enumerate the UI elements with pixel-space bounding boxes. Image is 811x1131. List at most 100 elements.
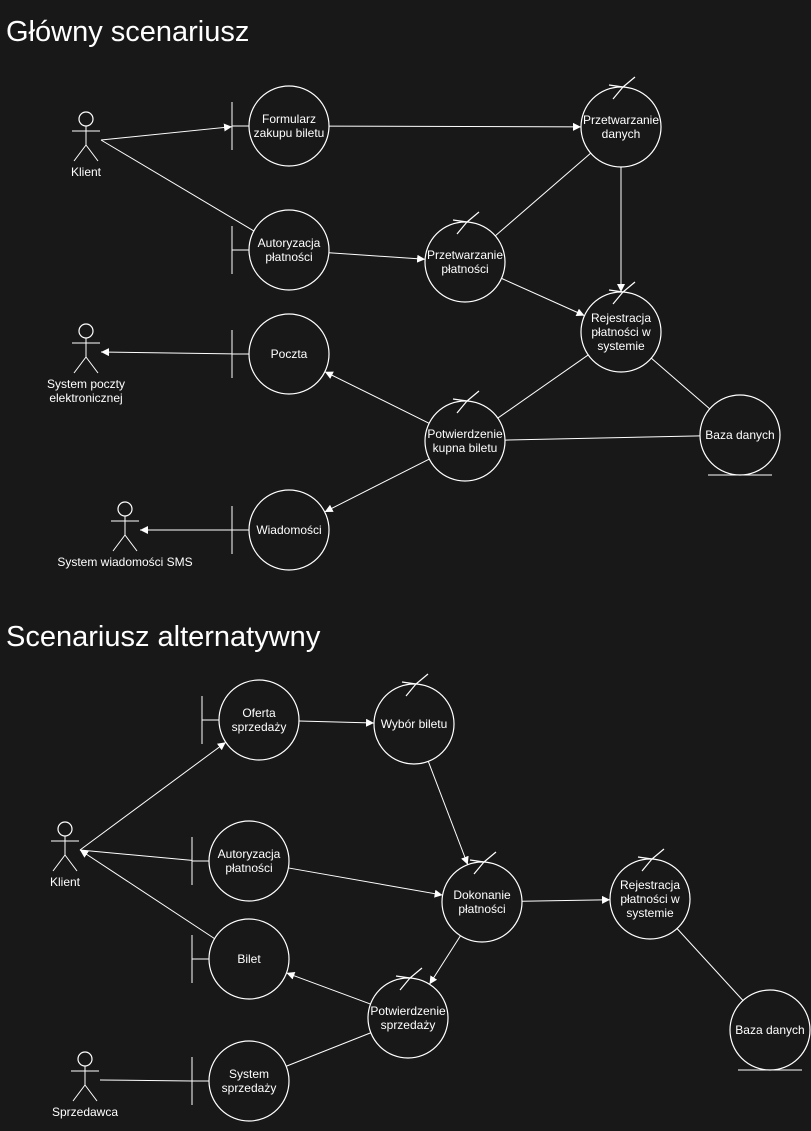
control-label: Rejestracja bbox=[620, 878, 680, 892]
actor-right-leg bbox=[85, 356, 99, 374]
control-arrow-tail bbox=[622, 281, 636, 293]
edge-rejestracja-platnosci-w-systemie-to-potwierdzenie-kupna-biletu bbox=[497, 354, 589, 419]
actor-right-leg bbox=[85, 144, 99, 162]
edge-dokonanie-platnosci-to-potwierdzenie-sprzedazy bbox=[429, 935, 461, 985]
control-label: płatności bbox=[441, 262, 488, 276]
boundary-label: sprzedaży bbox=[222, 1081, 277, 1095]
actor-sprzedawca[interactable]: Sprzedawca bbox=[52, 1051, 118, 1119]
control-arrow-tail bbox=[415, 673, 429, 685]
control-label: Potwierdzenie bbox=[370, 1004, 446, 1018]
connections bbox=[79, 122, 744, 1082]
actor-label: elektronicznej bbox=[49, 391, 122, 405]
boundary-bilet[interactable]: Bilet bbox=[191, 918, 290, 1000]
control-label: danych bbox=[602, 127, 641, 141]
boundary-label: Autoryzacja bbox=[258, 236, 321, 250]
control-label: systemie bbox=[597, 339, 645, 353]
entity-baza-danych[interactable]: Baza danych bbox=[729, 989, 811, 1071]
alternative-scenario-title: Scenariusz alternatywny bbox=[6, 621, 321, 653]
actor-klient[interactable]: Klient bbox=[71, 111, 102, 179]
control-arrow-tail bbox=[622, 76, 636, 88]
boundary-label: zakupu biletu bbox=[254, 126, 325, 140]
edge-sprzedawca-to-system-sprzedazy bbox=[99, 1079, 193, 1082]
boundary-label: Formularz bbox=[262, 112, 316, 126]
edge-rejestracja-platnosci-w-systemie-to-baza-danych bbox=[676, 928, 744, 1001]
edge-rejestracja-platnosci-w-systemie-to-baza-danych bbox=[650, 357, 711, 410]
control-label: Rejestracja bbox=[591, 311, 651, 325]
control-label: płatności w bbox=[591, 325, 651, 339]
edge-wybor-biletu-to-dokonanie-platnosci bbox=[427, 761, 469, 865]
control-label: systemie bbox=[626, 906, 674, 920]
actor-label: Klient bbox=[71, 165, 102, 179]
actor-right-leg bbox=[84, 1084, 98, 1102]
control-arrow-tail bbox=[651, 848, 665, 860]
edge-autoryzacja-platnosci-to-przetwarzanie-platnosci bbox=[328, 252, 426, 263]
actor-head-icon bbox=[77, 1051, 93, 1067]
entity-label: Baza danych bbox=[735, 1023, 804, 1037]
actor-label: System wiadomości SMS bbox=[57, 555, 192, 569]
control-label: Przetwarzanie bbox=[583, 113, 659, 127]
control-label: płatności bbox=[458, 902, 505, 916]
actor-head-icon bbox=[78, 323, 94, 339]
boundary-label: sprzedaży bbox=[232, 720, 287, 734]
actor-left-leg bbox=[73, 144, 87, 162]
actor-label: Sprzedawca bbox=[52, 1105, 118, 1119]
edge-przetwarzanie-platnosci-to-przetwarzanie-danych bbox=[494, 152, 592, 237]
control-label: Dokonanie bbox=[453, 888, 511, 902]
actor-label: System poczty bbox=[47, 377, 125, 391]
control-arrow-tail bbox=[466, 390, 480, 402]
boundary-label: Wiadomości bbox=[256, 523, 321, 537]
actor-head-icon bbox=[57, 821, 73, 837]
edge-klient-to-autoryzacja-platnosci bbox=[79, 849, 193, 861]
boundary-poczta[interactable]: Poczta bbox=[231, 313, 330, 395]
control-wybor-biletu[interactable]: Wybór biletu bbox=[373, 673, 455, 765]
actor-right-leg bbox=[64, 854, 78, 872]
boundary-label: Poczta bbox=[271, 347, 308, 361]
entity-label: Baza danych bbox=[705, 428, 774, 442]
control-arrow-tail bbox=[409, 967, 423, 979]
edge-oferta-sprzedazy-to-wybor-biletu bbox=[298, 718, 375, 727]
actor-klient[interactable]: Klient bbox=[50, 821, 81, 889]
control-label: Przetwarzanie bbox=[427, 248, 503, 262]
edge-potwierdzenie-kupna-biletu-to-poczta bbox=[324, 371, 430, 424]
actor-left-leg bbox=[52, 854, 66, 872]
actor-left-leg bbox=[112, 534, 126, 552]
boundary-label: płatności bbox=[265, 250, 312, 264]
control-label: płatności w bbox=[620, 892, 680, 906]
control-label: Potwierdzenie bbox=[427, 427, 503, 441]
control-arrow-tail bbox=[466, 211, 480, 223]
boundary-label: płatności bbox=[225, 861, 272, 875]
actor-head-icon bbox=[117, 501, 133, 517]
entity-baza-danych[interactable]: Baza danych bbox=[699, 394, 781, 476]
edge-potwierdzenie-sprzedazy-to-system-sprzedazy bbox=[286, 1032, 371, 1067]
edge-autoryzacja-platnosci-to-dokonanie-platnosci bbox=[288, 867, 443, 898]
actor-system-wiadomosci-sms[interactable]: System wiadomości SMS bbox=[57, 501, 193, 569]
edge-poczta-to-system-poczty-elektronicznej bbox=[100, 348, 233, 357]
actor-left-leg bbox=[72, 1084, 86, 1102]
actor-right-leg bbox=[124, 534, 138, 552]
boundary-label: Oferta bbox=[242, 706, 276, 720]
edge-formularz-zakupu-biletu-to-przetwarzanie-danych bbox=[328, 122, 582, 131]
control-arrow-tail bbox=[483, 851, 497, 863]
boundary-wiadomosci[interactable]: Wiadomości bbox=[231, 489, 330, 571]
control-label: sprzedaży bbox=[381, 1018, 436, 1032]
edge-przetwarzanie-platnosci-to-rejestracja-platnosci-w-systemie bbox=[501, 277, 585, 317]
edge-potwierdzenie-kupna-biletu-to-wiadomosci bbox=[324, 458, 430, 513]
boundary-label: System bbox=[229, 1067, 269, 1081]
control-label: kupna biletu bbox=[433, 441, 498, 455]
actor-head-icon bbox=[78, 111, 94, 127]
edge-bilet-to-klient bbox=[79, 849, 215, 940]
